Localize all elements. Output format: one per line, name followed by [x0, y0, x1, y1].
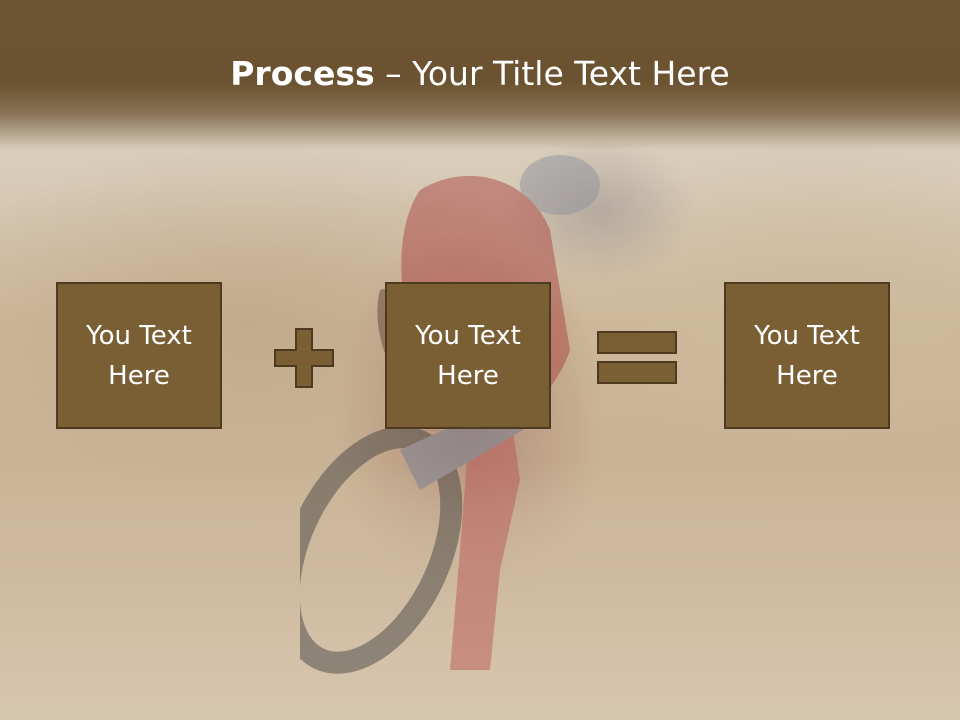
process-box-2-line1: You Text	[415, 320, 521, 351]
title-bold: Process	[230, 54, 375, 93]
plus-icon	[274, 328, 334, 388]
process-box-3-line2: Here	[776, 360, 838, 391]
slide-title: Process – Your Title Text Here	[0, 52, 960, 96]
equals-icon	[597, 331, 677, 384]
process-box-3-line1: You Text	[754, 320, 860, 351]
process-box-2-line2: Here	[437, 360, 499, 391]
process-box-1-line1: You Text	[86, 320, 192, 351]
process-box-1-line2: Here	[108, 360, 170, 391]
background-ground	[0, 460, 960, 720]
title-text: – Your Title Text Here	[374, 54, 730, 93]
title-bar	[0, 0, 960, 150]
